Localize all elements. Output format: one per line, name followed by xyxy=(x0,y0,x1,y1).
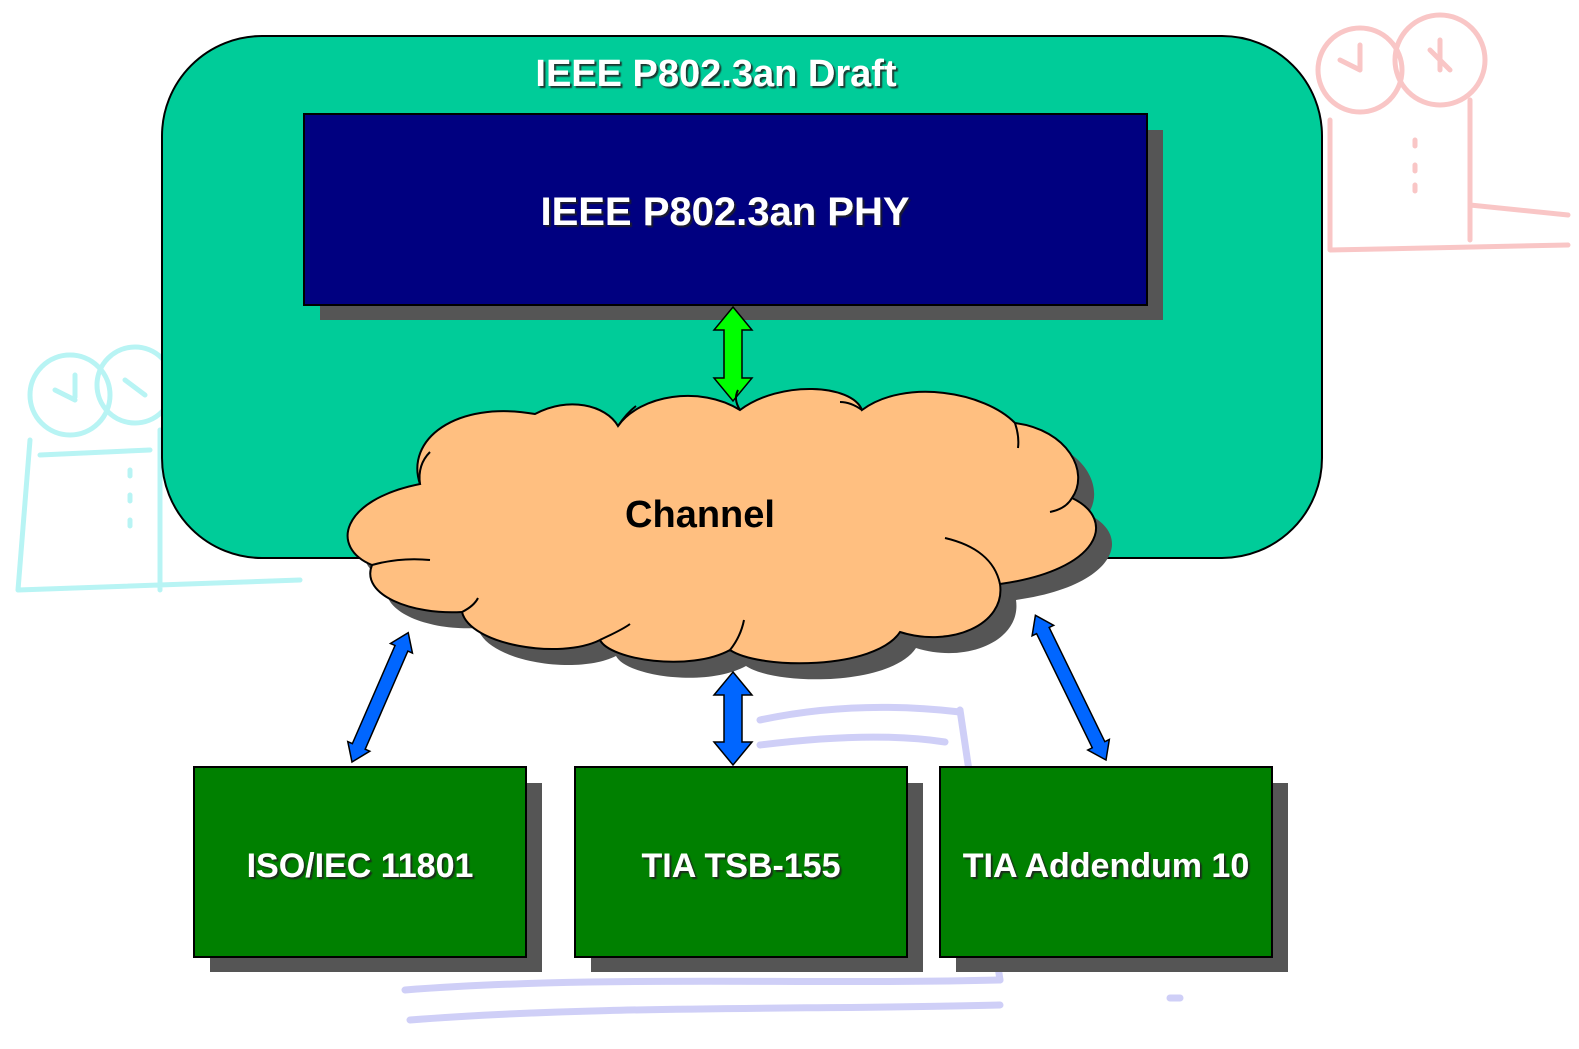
arrow-tsb155 xyxy=(712,670,754,767)
standard-box-tsb155: TIA TSB-155 xyxy=(574,766,923,972)
standard-box-addendum10: TIA Addendum 10 xyxy=(939,766,1288,972)
phy-channel-arrow xyxy=(712,305,754,403)
phy-box xyxy=(303,113,1148,306)
channel-label: Channel xyxy=(625,494,775,536)
standards-arrows xyxy=(346,614,1111,767)
channel-cloud xyxy=(346,388,1113,680)
standard-box-label: TIA TSB-155 xyxy=(641,847,840,885)
arrow-iso xyxy=(346,631,414,764)
film-projector-icon xyxy=(1315,12,1571,253)
standard-box-label: ISO/IEC 11801 xyxy=(247,847,474,885)
standard-box-iso: ISO/IEC 11801 xyxy=(193,766,542,972)
draft-title: IEEE P802.3an Draft xyxy=(535,53,897,95)
phy-box-label: IEEE P802.3an PHY xyxy=(540,190,909,234)
arrow-addendum10 xyxy=(1031,614,1111,762)
film-reel-icon xyxy=(401,703,1184,1024)
standard-box-label: TIA Addendum 10 xyxy=(963,847,1250,885)
